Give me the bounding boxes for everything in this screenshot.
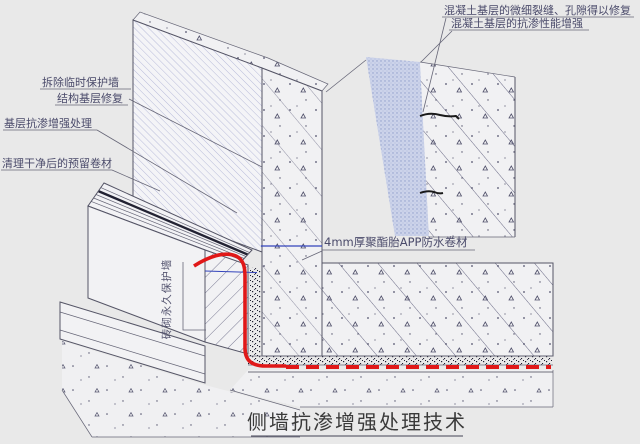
brick-wall-end xyxy=(204,249,249,355)
inset-concrete xyxy=(419,61,516,238)
screed-band xyxy=(248,355,553,366)
inset-enhanced-layer xyxy=(366,57,429,236)
label-brick-permanent-wall: 砖砌永久保护墙 xyxy=(160,259,173,340)
inset-detail xyxy=(325,57,516,238)
label-antiseepage-enhanced: 混凝土基层的抗渗性能增强 xyxy=(451,16,583,30)
inset-pointer-line xyxy=(325,59,367,93)
label-base-antiseepage-treatment: 基层抗渗增强处理 xyxy=(4,116,92,130)
label-cracks-pores-repaired: 混凝土基层的微细裂缝、孔隙得以修复 xyxy=(444,3,631,17)
label-app-waterproof-membrane: 4mm厚聚酯胎APP防水卷材 xyxy=(324,235,468,249)
brick-wall-top-blue-edge xyxy=(204,270,258,273)
label-structural-base-repair: 结构基层修复 xyxy=(57,91,123,105)
floor-slab xyxy=(230,370,554,408)
crack-1-icon xyxy=(419,112,460,120)
red-membrane-vertical xyxy=(193,252,286,368)
main-wall-front-face xyxy=(132,19,263,253)
label-remove-temp-wall: 拆除临时保护墙 xyxy=(42,75,119,89)
brick-wall-label-bracket xyxy=(182,262,206,331)
floor-slab-left-wedge xyxy=(61,341,301,438)
crack-2-icon xyxy=(419,190,444,195)
footing xyxy=(59,301,206,384)
wall-section-face xyxy=(261,67,323,357)
corner-wall-face xyxy=(321,262,554,357)
leader-lines xyxy=(1,16,634,331)
diagram-title: 侧墙抗渗增强处理技术 xyxy=(247,410,467,434)
membrane-joint-band xyxy=(249,266,261,356)
label-reserved-membrane-cleaned: 清理干净后的预留卷材 xyxy=(2,156,112,170)
